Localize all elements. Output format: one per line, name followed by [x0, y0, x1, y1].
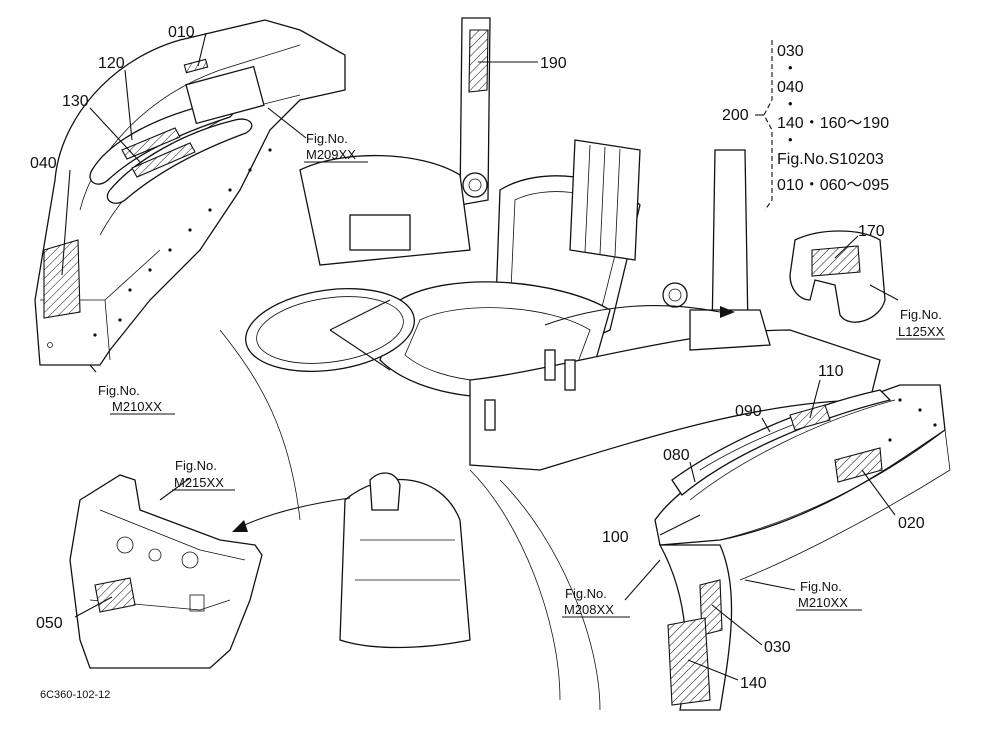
group-200-bracket [755, 40, 773, 211]
arrow-head-front-cover [232, 520, 248, 532]
group-200-line-1: 030 [777, 43, 804, 60]
detail-bracket-170 [789, 230, 886, 323]
fig-ref-m210b-code: M210XX [798, 595, 848, 610]
leader-lines [61, 32, 945, 681]
callout-200: 200 [722, 107, 749, 124]
callout-170: 170 [858, 223, 885, 240]
fig-ref-m210b-label: Fig.No. [800, 579, 842, 594]
callout-100: 100 [602, 529, 629, 546]
fig-ref-m215-label: Fig.No. [175, 458, 217, 473]
fig-ref-m210a-code: M210XX [112, 399, 162, 414]
group-200-line-5: 010・060～095 [777, 177, 889, 194]
figure-references: Fig.No. M209XX Fig.No. M210XX Fig.No. M2… [98, 131, 945, 617]
tractor-body [219, 17, 881, 711]
callout-190: 190 [540, 55, 567, 72]
callout-020: 020 [898, 515, 925, 532]
callout-110: 110 [818, 363, 844, 380]
callout-labels: 010 120 130 040 190 200 170 110 090 080 … [30, 24, 925, 692]
callout-040: 040 [30, 155, 57, 172]
group-200-line-3: 140・160～190 [777, 115, 889, 132]
callout-050: 050 [36, 615, 63, 632]
group-200-dot-1: • [788, 60, 793, 75]
left-fender [34, 19, 346, 366]
fig-ref-l125-label: Fig.No. [900, 307, 942, 322]
callout-090: 090 [735, 403, 762, 420]
group-200-list: 030 • 040 • 140・160～190 • Fig.No.S10203 … [777, 43, 889, 194]
fig-ref-l125-code: L125XX [898, 324, 945, 339]
right-fender [654, 384, 951, 711]
fig-ref-m215-code: M215XX [174, 475, 224, 490]
front-cover [69, 474, 263, 669]
group-200-line-4: Fig.No.S10203 [777, 151, 884, 168]
fig-ref-m209-label: Fig.No. [306, 131, 348, 146]
fig-ref-m208-code: M208XX [564, 602, 614, 617]
group-200-dot-2: • [788, 96, 793, 111]
callout-030: 030 [764, 639, 791, 656]
callout-130: 130 [62, 93, 89, 110]
callout-080: 080 [663, 447, 690, 464]
arrow-to-pedestal [544, 305, 721, 326]
fig-ref-m208-label: Fig.No. [565, 586, 607, 601]
fig-ref-m210a-label: Fig.No. [98, 383, 140, 398]
fig-ref-m209-code: M209XX [306, 147, 356, 162]
callout-120: 120 [98, 55, 125, 72]
arrow-head-pedestal [720, 306, 735, 318]
group-200-dot-3: • [788, 132, 793, 147]
callout-010: 010 [168, 24, 195, 41]
arrow-to-front-cover [237, 497, 351, 529]
callout-140: 140 [740, 675, 767, 692]
drawing-code: 6C360-102-12 [40, 689, 110, 701]
group-200-line-2: 040 [777, 79, 804, 96]
